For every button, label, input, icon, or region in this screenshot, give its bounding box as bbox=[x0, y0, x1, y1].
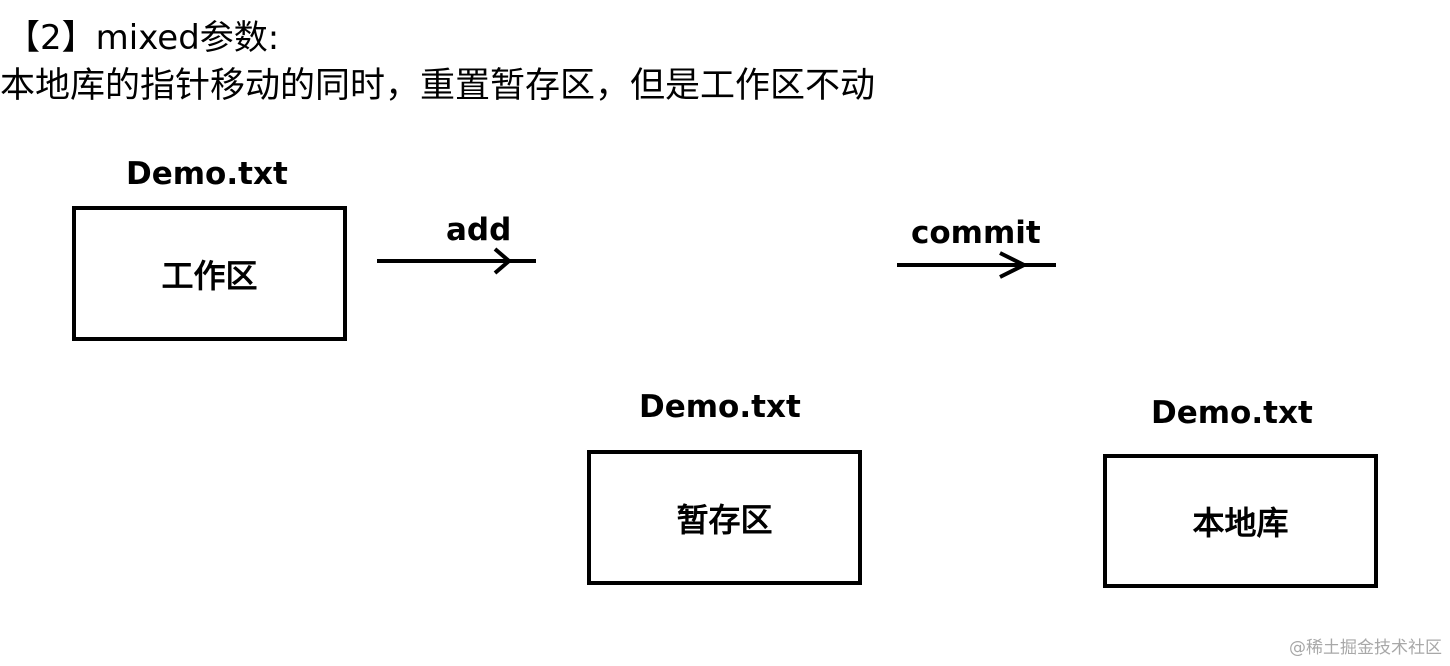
repository-file-label: Demo.txt bbox=[1151, 395, 1313, 431]
commit-arrow-icon bbox=[897, 251, 1056, 279]
workspace-label: 工作区 bbox=[161, 256, 258, 295]
page-title: 【2】mixed参数: bbox=[6, 18, 280, 58]
staging-file-label: Demo.txt bbox=[639, 389, 801, 425]
repository-label: 本地库 bbox=[1192, 504, 1289, 542]
repository-box: 本地库 bbox=[1103, 454, 1378, 588]
staging-box: 暂存区 bbox=[587, 450, 862, 585]
staging-label: 暂存区 bbox=[676, 500, 773, 539]
add-arrow-icon bbox=[377, 247, 536, 275]
workspace-file-label: Demo.txt bbox=[126, 156, 288, 192]
page-description: 本地库的指针移动的同时，重置暂存区，但是工作区不动 bbox=[0, 66, 876, 106]
commit-arrow-label: commit bbox=[911, 215, 1041, 251]
watermark: @稀土掘金技术社区 bbox=[1289, 638, 1442, 658]
add-arrow-label: add bbox=[446, 212, 512, 248]
workspace-box: 工作区 bbox=[72, 206, 347, 341]
